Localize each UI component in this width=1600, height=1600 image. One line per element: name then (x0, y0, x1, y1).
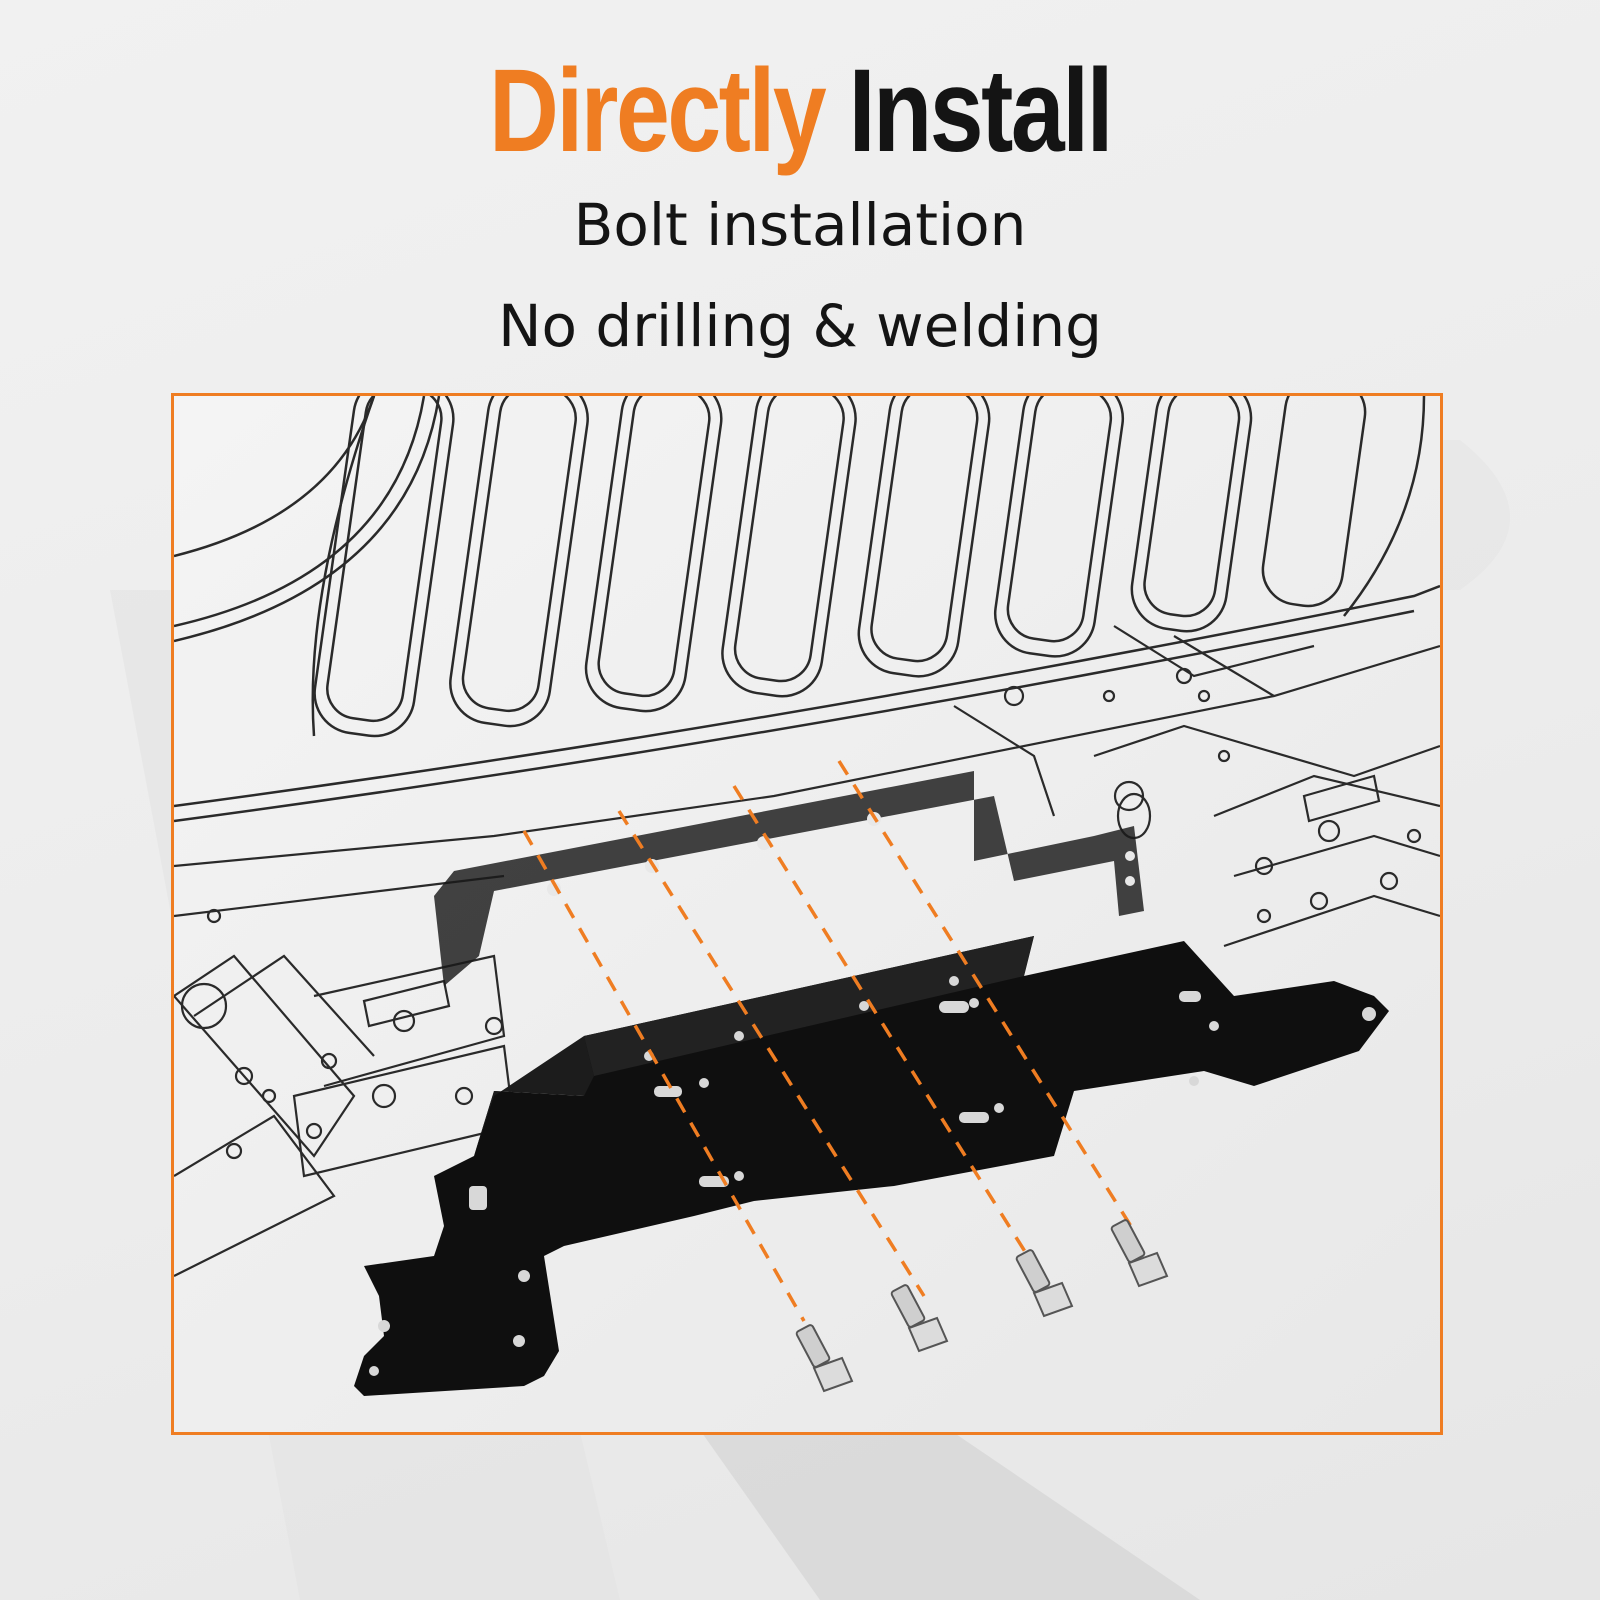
grille-frame (174, 396, 1440, 823)
grille-slots (313, 396, 1367, 738)
installation-diagram (174, 396, 1440, 1432)
headline: Directly Install (144, 46, 1456, 176)
bolt-1 (795, 1324, 854, 1393)
alignment-lines (522, 760, 1136, 1322)
installation-illustration-frame (171, 393, 1443, 1435)
frame-rails (174, 625, 1440, 1277)
mounting-bracket (434, 771, 1144, 986)
bolts (795, 1219, 1169, 1393)
bolt-2 (890, 1284, 949, 1353)
headline-main: Install (848, 45, 1114, 177)
feature-bolt-installation: Bolt installation (573, 191, 1027, 259)
feature-no-drilling: No drilling & welding (498, 292, 1102, 360)
bolt-3 (1015, 1249, 1074, 1318)
tow-hook-slots (362, 774, 1381, 1028)
headline-accent: Directly (488, 45, 827, 177)
frame-holes (180, 667, 1422, 1160)
bolt-4 (1110, 1219, 1169, 1288)
